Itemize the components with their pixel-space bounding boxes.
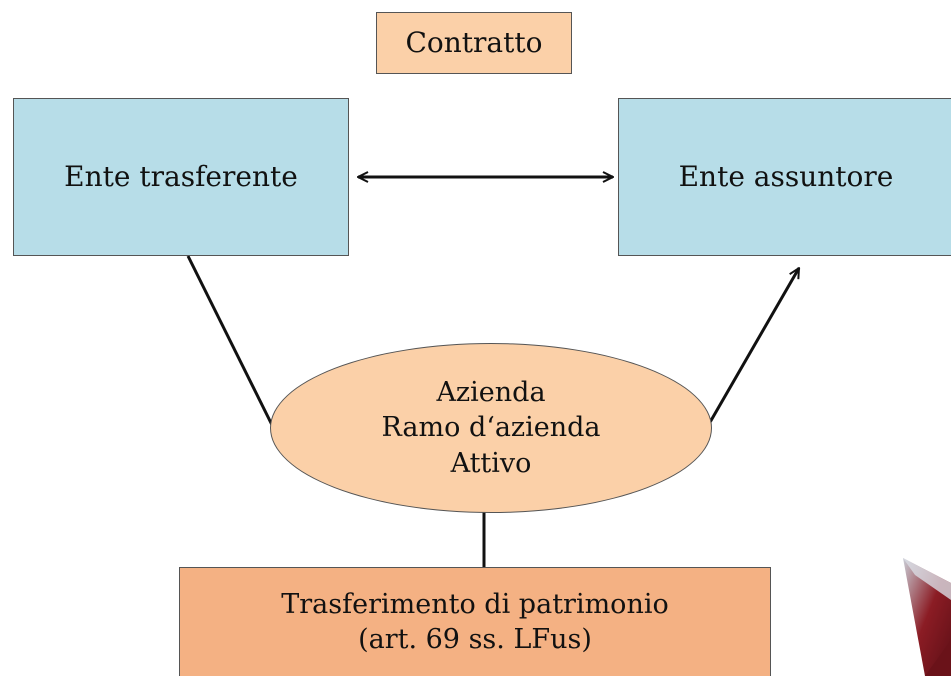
patrimony-label: Trasferimento di patrimonio (art. 69 ss.… (281, 588, 669, 655)
asset-ellipse: Azienda Ramo d‘azienda Attivo (270, 343, 712, 513)
transferor-entity-box: Ente trasferente (13, 98, 349, 256)
arrow-asset-acquirer (707, 268, 801, 425)
decorative-ribbon (903, 558, 951, 676)
asset-label: Azienda Ramo d‘azienda Attivo (381, 377, 601, 479)
acquirer-entity-box: Ente assuntore (618, 98, 951, 256)
contract-label-box: Contratto (376, 12, 572, 74)
connector-transferor-asset (186, 255, 274, 426)
contract-label: Contratto (405, 25, 543, 59)
acquirer-label: Ente assuntore (678, 159, 894, 193)
patrimony-transfer-box: Trasferimento di patrimonio (art. 69 ss.… (179, 567, 771, 676)
transferor-label: Ente trasferente (64, 159, 298, 193)
